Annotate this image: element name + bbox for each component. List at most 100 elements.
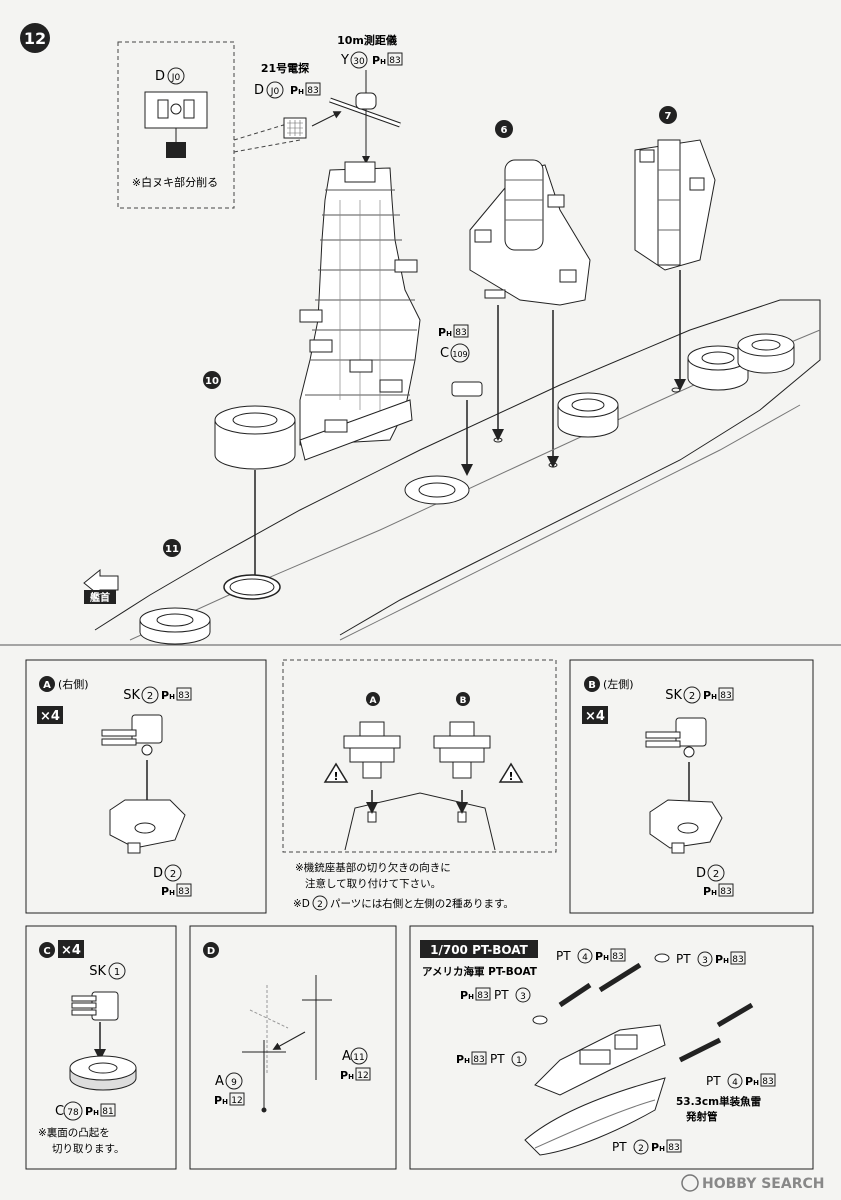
torpedo-note-line1: 53.3cm単装魚雷 (676, 1095, 761, 1108)
turret-10 (214, 405, 296, 591)
callout-11 (163, 539, 181, 557)
step-12-area: 12 D J0 ※白ヌキ部分削る 21号電探 D J0 PH 83 (20, 23, 821, 645)
svg-text:PH: PH (372, 54, 386, 67)
callout-11-text: 11 (165, 544, 179, 555)
callout-10-text: 10 (205, 376, 219, 387)
svg-text:PH: PH (290, 84, 304, 97)
rangefinder-title: 10m測距儀 (337, 33, 397, 47)
panel-c-letter: C (43, 946, 50, 957)
svg-text:PH: PH (161, 689, 175, 702)
panel-c-note-line1: ※裏面の凸起を (38, 1126, 110, 1139)
pt-boat-hull (524, 1077, 666, 1156)
torpedo-note-line2: 発射管 (685, 1110, 718, 1123)
svg-text:83: 83 (762, 1077, 773, 1087)
svg-text:PH: PH (703, 885, 717, 898)
panel-c-base-part: C (55, 1104, 64, 1119)
mid-note-line3: パーツには右側と左側の2種あります。 (330, 897, 514, 910)
panel-a-qty: ×4 (40, 709, 60, 724)
panel-a-side: (右側) (58, 677, 89, 691)
svg-text:PH: PH (460, 989, 474, 1002)
panel-b-base-part: D (696, 866, 706, 881)
svg-text:4: 4 (732, 1078, 738, 1088)
svg-text:1: 1 (516, 1056, 522, 1066)
panel-a-gun-paint-num: 83 (178, 691, 189, 701)
panel-pt-boat: 1/700 PT-BOAT アメリカ海軍 PT-BOAT PT 4 PH 83 … (409, 925, 814, 1170)
panel-c-note-line2: 切り取ります。 (52, 1143, 124, 1155)
panel-c-base-paint-num: 81 (102, 1107, 113, 1117)
mid-note-line3-num: 2 (317, 900, 323, 910)
deck-part-c109 (451, 381, 483, 397)
bow-label: 艦首 (90, 591, 110, 604)
svg-text:PH: PH (715, 953, 729, 966)
panel-b-gun-paint-num: 83 (720, 691, 731, 701)
svg-text:PH: PH (85, 1105, 99, 1118)
warning-icon: ! (498, 762, 524, 783)
svg-text:3: 3 (702, 956, 708, 966)
panel-d-right-paint-num: 12 (357, 1071, 368, 1081)
rangefinder-num: 30 (353, 57, 365, 67)
panel-c: C ×4 SK 1 C 78 PH 81 ※裏面の凸起を 切り取ります。 (25, 925, 177, 1170)
callout-6-text: 6 (501, 125, 508, 136)
panel-c-base-num: 78 (67, 1108, 79, 1118)
panel-b-base-paint-num: 83 (720, 887, 731, 897)
deck-part-label: PH 83 C 109 (438, 324, 470, 363)
svg-text:83: 83 (668, 1143, 679, 1153)
pt-title: 1/700 PT-BOAT (430, 943, 529, 957)
svg-text:PH: PH (214, 1094, 228, 1107)
panel-c-gun-num: 1 (114, 967, 120, 978)
step-number-badge (20, 23, 50, 53)
svg-text:PT: PT (490, 1052, 505, 1066)
panel-b-qty: ×4 (585, 709, 605, 724)
svg-text:2: 2 (638, 1144, 644, 1154)
inset-box: D J0 ※白ヌキ部分削る (117, 41, 235, 209)
deck-paint-num: 83 (455, 328, 466, 338)
panel-a-base-part: D (153, 866, 163, 881)
svg-text:PH: PH (745, 1075, 759, 1088)
bridge-tower (299, 161, 421, 461)
panel-c-qty: ×4 (61, 943, 81, 958)
ship-hull (94, 299, 821, 645)
callout-10 (203, 371, 221, 389)
callout-6 (495, 120, 513, 138)
bow-direction: 艦首 (83, 568, 119, 604)
inset-part-letter: D (155, 69, 165, 84)
svg-text:!: ! (508, 770, 513, 783)
svg-text:PT: PT (556, 949, 571, 963)
rangefinder-part (329, 70, 401, 164)
callout-7 (659, 106, 677, 124)
panel-c-gun-part: SK (89, 964, 106, 979)
panel-d: D A 11 PH 12 A 9 PH 12 (189, 925, 397, 1170)
panel-a: A (右側) ×4 SK 2 PH 83 D 2 PH 83 (25, 659, 267, 914)
svg-text:PT: PT (612, 1140, 627, 1154)
mast-7 (634, 139, 716, 391)
svg-text:PT: PT (706, 1074, 721, 1088)
panel-d-right-part: A (342, 1049, 351, 1064)
pt-label-3-right: PT 3 PH 83 (676, 951, 746, 967)
pt-label-2: PT 2 PH 83 (612, 1139, 682, 1155)
svg-text:83: 83 (732, 955, 743, 965)
panel-b-base-num: 2 (713, 869, 719, 880)
mid-note-line1: ※機銃座基部の切り欠きの向きに (295, 861, 451, 874)
svg-text:4: 4 (582, 953, 588, 963)
inset-part-num: J0 (171, 73, 181, 83)
panel-b-side: (左側) (603, 678, 634, 691)
panel-a-base-paint-num: 83 (178, 887, 189, 897)
panel-a-letter: A (43, 680, 51, 691)
radar-title: 21号電探 (261, 61, 310, 75)
radar-paint-num: 83 (307, 86, 318, 96)
pt-label-1: PH 83 PT 1 (456, 1051, 527, 1067)
deck-part-num: 109 (452, 350, 467, 359)
svg-text:PH: PH (438, 326, 452, 339)
svg-text:83: 83 (473, 1055, 484, 1065)
rangefinder-label: 10m測距儀 Y 30 PH 83 (337, 33, 403, 69)
superstructure-6 (469, 159, 591, 468)
svg-text:PT: PT (494, 988, 509, 1002)
panel-a-base-num: 2 (170, 869, 176, 880)
watermark: HOBBY SEARCH (681, 1174, 824, 1192)
panel-a-gun-part: SK (123, 688, 140, 703)
svg-text:PH: PH (340, 1069, 354, 1082)
watermark-text: HOBBY SEARCH (702, 1176, 824, 1192)
mid-note-line2: 注意して取り付けて下さい。 (305, 877, 441, 890)
panel-b-letter: B (588, 680, 596, 691)
panel-b-gun-num: 2 (689, 691, 695, 702)
